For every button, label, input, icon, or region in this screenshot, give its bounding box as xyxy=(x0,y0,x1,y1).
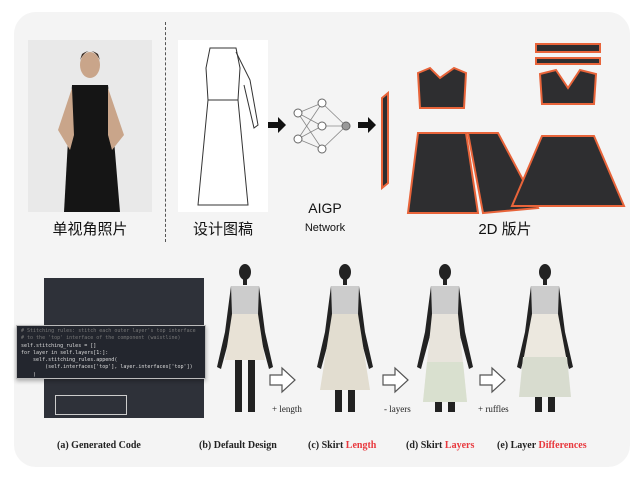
caption-text: (b) Default Design xyxy=(199,440,277,451)
code-line: # to the 'top' interface of the componen… xyxy=(21,335,181,342)
code-line: ) xyxy=(21,371,37,378)
code-line: # Stitching rules: stitch each outer lay… xyxy=(21,328,196,334)
op-ruffles: + ruffles xyxy=(478,404,509,414)
network-title: AIGP xyxy=(308,200,342,216)
caption-d: (d) Skirt Layers xyxy=(406,440,474,451)
model-photo xyxy=(28,40,152,212)
caption-highlight: Layers xyxy=(444,440,475,451)
code-line: (self.interfaces['top'], layer.interface… xyxy=(21,364,193,371)
divider xyxy=(165,22,166,242)
mannequin-layers xyxy=(417,264,473,412)
2d-patterns xyxy=(381,43,626,215)
photo-label: 单视角照片 xyxy=(52,221,128,238)
design-sketch xyxy=(178,40,268,212)
sketch-label: 设计图稿 xyxy=(192,221,253,238)
op-layers: - layers xyxy=(384,404,411,414)
caption-b: (b) Default Design xyxy=(199,440,277,451)
neural-network-icon xyxy=(293,98,351,154)
caption-text: (d) Skirt xyxy=(406,440,445,451)
arrow-icon xyxy=(358,117,376,133)
mannequins xyxy=(217,264,573,412)
arrow-icon xyxy=(268,117,286,133)
code-line: self.stitching_rules.append( xyxy=(21,357,118,364)
caption-text: (a) Generated Code xyxy=(57,440,141,451)
code-line: self.stitching_rules = [] xyxy=(21,342,97,349)
caption-highlight: Differences xyxy=(538,440,587,451)
code-zoom-box: # Stitching rules: stitch each outer lay… xyxy=(16,325,206,379)
caption-a: (a) Generated Code xyxy=(57,440,141,451)
pattern-label: 2D 版片 xyxy=(478,221,532,238)
caption-text: (c) Skirt xyxy=(308,440,346,451)
caption-e: (e) Layer Differences xyxy=(497,440,587,451)
code-line: for layer in self.layers[1:]: xyxy=(21,349,109,356)
network-subtitle: Network xyxy=(304,222,346,234)
mannequin-ruffles xyxy=(517,264,573,412)
code-highlight-box xyxy=(55,395,127,415)
op-length: + length xyxy=(272,404,302,414)
caption-text: (e) Layer xyxy=(497,440,539,451)
mannequin-default xyxy=(217,264,273,412)
caption-highlight: Length xyxy=(345,440,377,451)
mannequin-length xyxy=(317,264,373,412)
caption-c: (c) Skirt Length xyxy=(308,440,376,451)
